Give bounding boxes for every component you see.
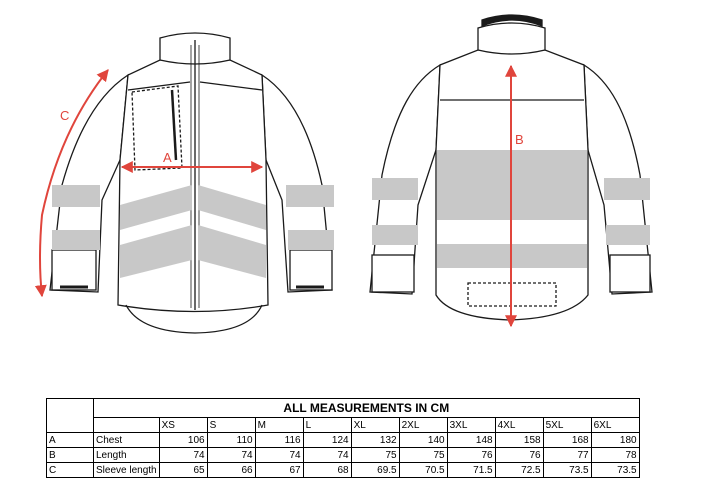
row-value: 78 (590, 447, 640, 463)
size-header: S (206, 417, 256, 433)
row-value: 76 (494, 447, 544, 463)
measure-b: B (505, 64, 524, 328)
front-reflective-bands (52, 185, 334, 278)
size-header: L (302, 417, 352, 433)
row-value: 74 (254, 447, 304, 463)
row-value: 67 (254, 462, 304, 478)
row-value: 116 (254, 432, 304, 448)
jacket-front (49, 32, 333, 334)
row-value: 124 (302, 432, 352, 448)
size-header: XS (158, 417, 208, 433)
row-value: 76 (446, 447, 496, 463)
size-header: 6XL (590, 417, 640, 433)
row-value: 74 (206, 447, 256, 463)
row-value: 66 (206, 462, 256, 478)
row-code: A (46, 432, 94, 448)
row-name: Length (93, 447, 160, 463)
table-corner-cell (46, 398, 94, 433)
table-row: A Chest 106 110 116 124 132 140 148 158 … (46, 432, 640, 448)
row-value: 148 (446, 432, 496, 448)
row-value: 68 (302, 462, 352, 478)
size-header: M (254, 417, 304, 433)
table-title-row: ALL MEASUREMENTS IN CM (46, 398, 640, 433)
row-value: 75 (398, 447, 448, 463)
row-value: 71.5 (446, 462, 496, 478)
row-value: 132 (350, 432, 400, 448)
jacket-diagram: A C B (34, 14, 653, 334)
row-value: 69.5 (350, 462, 400, 478)
row-code: B (46, 447, 94, 463)
row-value: 168 (542, 432, 592, 448)
size-header: 5XL (542, 417, 592, 433)
size-header: 3XL (446, 417, 496, 433)
row-value: 74 (302, 447, 352, 463)
table-row: B Length 74 74 74 74 75 75 76 76 77 78 (46, 447, 640, 463)
row-value: 158 (494, 432, 544, 448)
size-header: XL (350, 417, 400, 433)
measure-c: C (34, 69, 109, 298)
row-name: Chest (93, 432, 160, 448)
label-c: C (60, 108, 69, 123)
row-value: 70.5 (398, 462, 448, 478)
row-value: 65 (158, 462, 208, 478)
row-value: 140 (398, 432, 448, 448)
row-value: 74 (158, 447, 208, 463)
row-value: 73.5 (542, 462, 592, 478)
row-value: 77 (542, 447, 592, 463)
table-row: C Sleeve length 65 66 67 68 69.5 70.5 71… (46, 462, 640, 478)
table-title: ALL MEASUREMENTS IN CM (93, 398, 640, 418)
row-code: C (46, 462, 94, 478)
size-header: 2XL (398, 417, 448, 433)
row-value: 110 (206, 432, 256, 448)
row-value: 180 (590, 432, 640, 448)
row-value: 73.5 (590, 462, 640, 478)
size-header-blank (93, 417, 160, 433)
table-size-header-row: XS S M L XL 2XL 3XL 4XL 5XL 6XL (47, 417, 640, 433)
size-table: ALL MEASUREMENTS IN CM XS S M L XL 2XL 3… (46, 398, 640, 478)
row-value: 72.5 (494, 462, 544, 478)
row-value: 106 (158, 432, 208, 448)
label-a: A (163, 150, 172, 165)
measure-a: A (120, 150, 264, 173)
size-header: 4XL (494, 417, 544, 433)
row-value: 75 (350, 447, 400, 463)
row-name: Sleeve length (93, 462, 160, 478)
label-b: B (515, 132, 524, 147)
